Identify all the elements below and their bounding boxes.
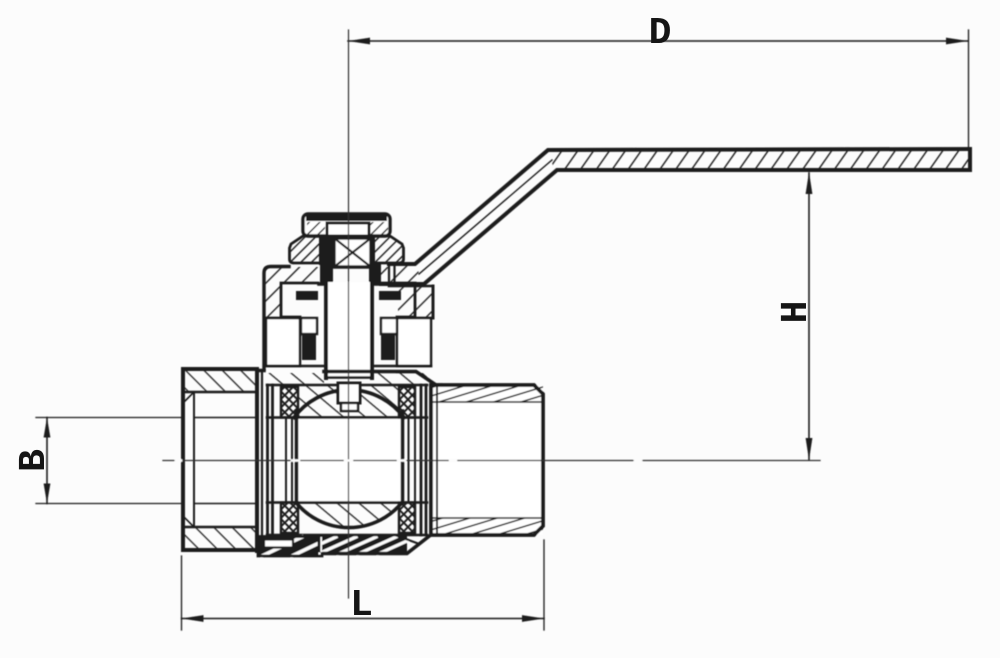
svg-text:B: B	[13, 449, 56, 472]
svg-text:D: D	[649, 12, 672, 55]
svg-text:L: L	[350, 584, 373, 627]
svg-text:H: H	[775, 301, 818, 324]
